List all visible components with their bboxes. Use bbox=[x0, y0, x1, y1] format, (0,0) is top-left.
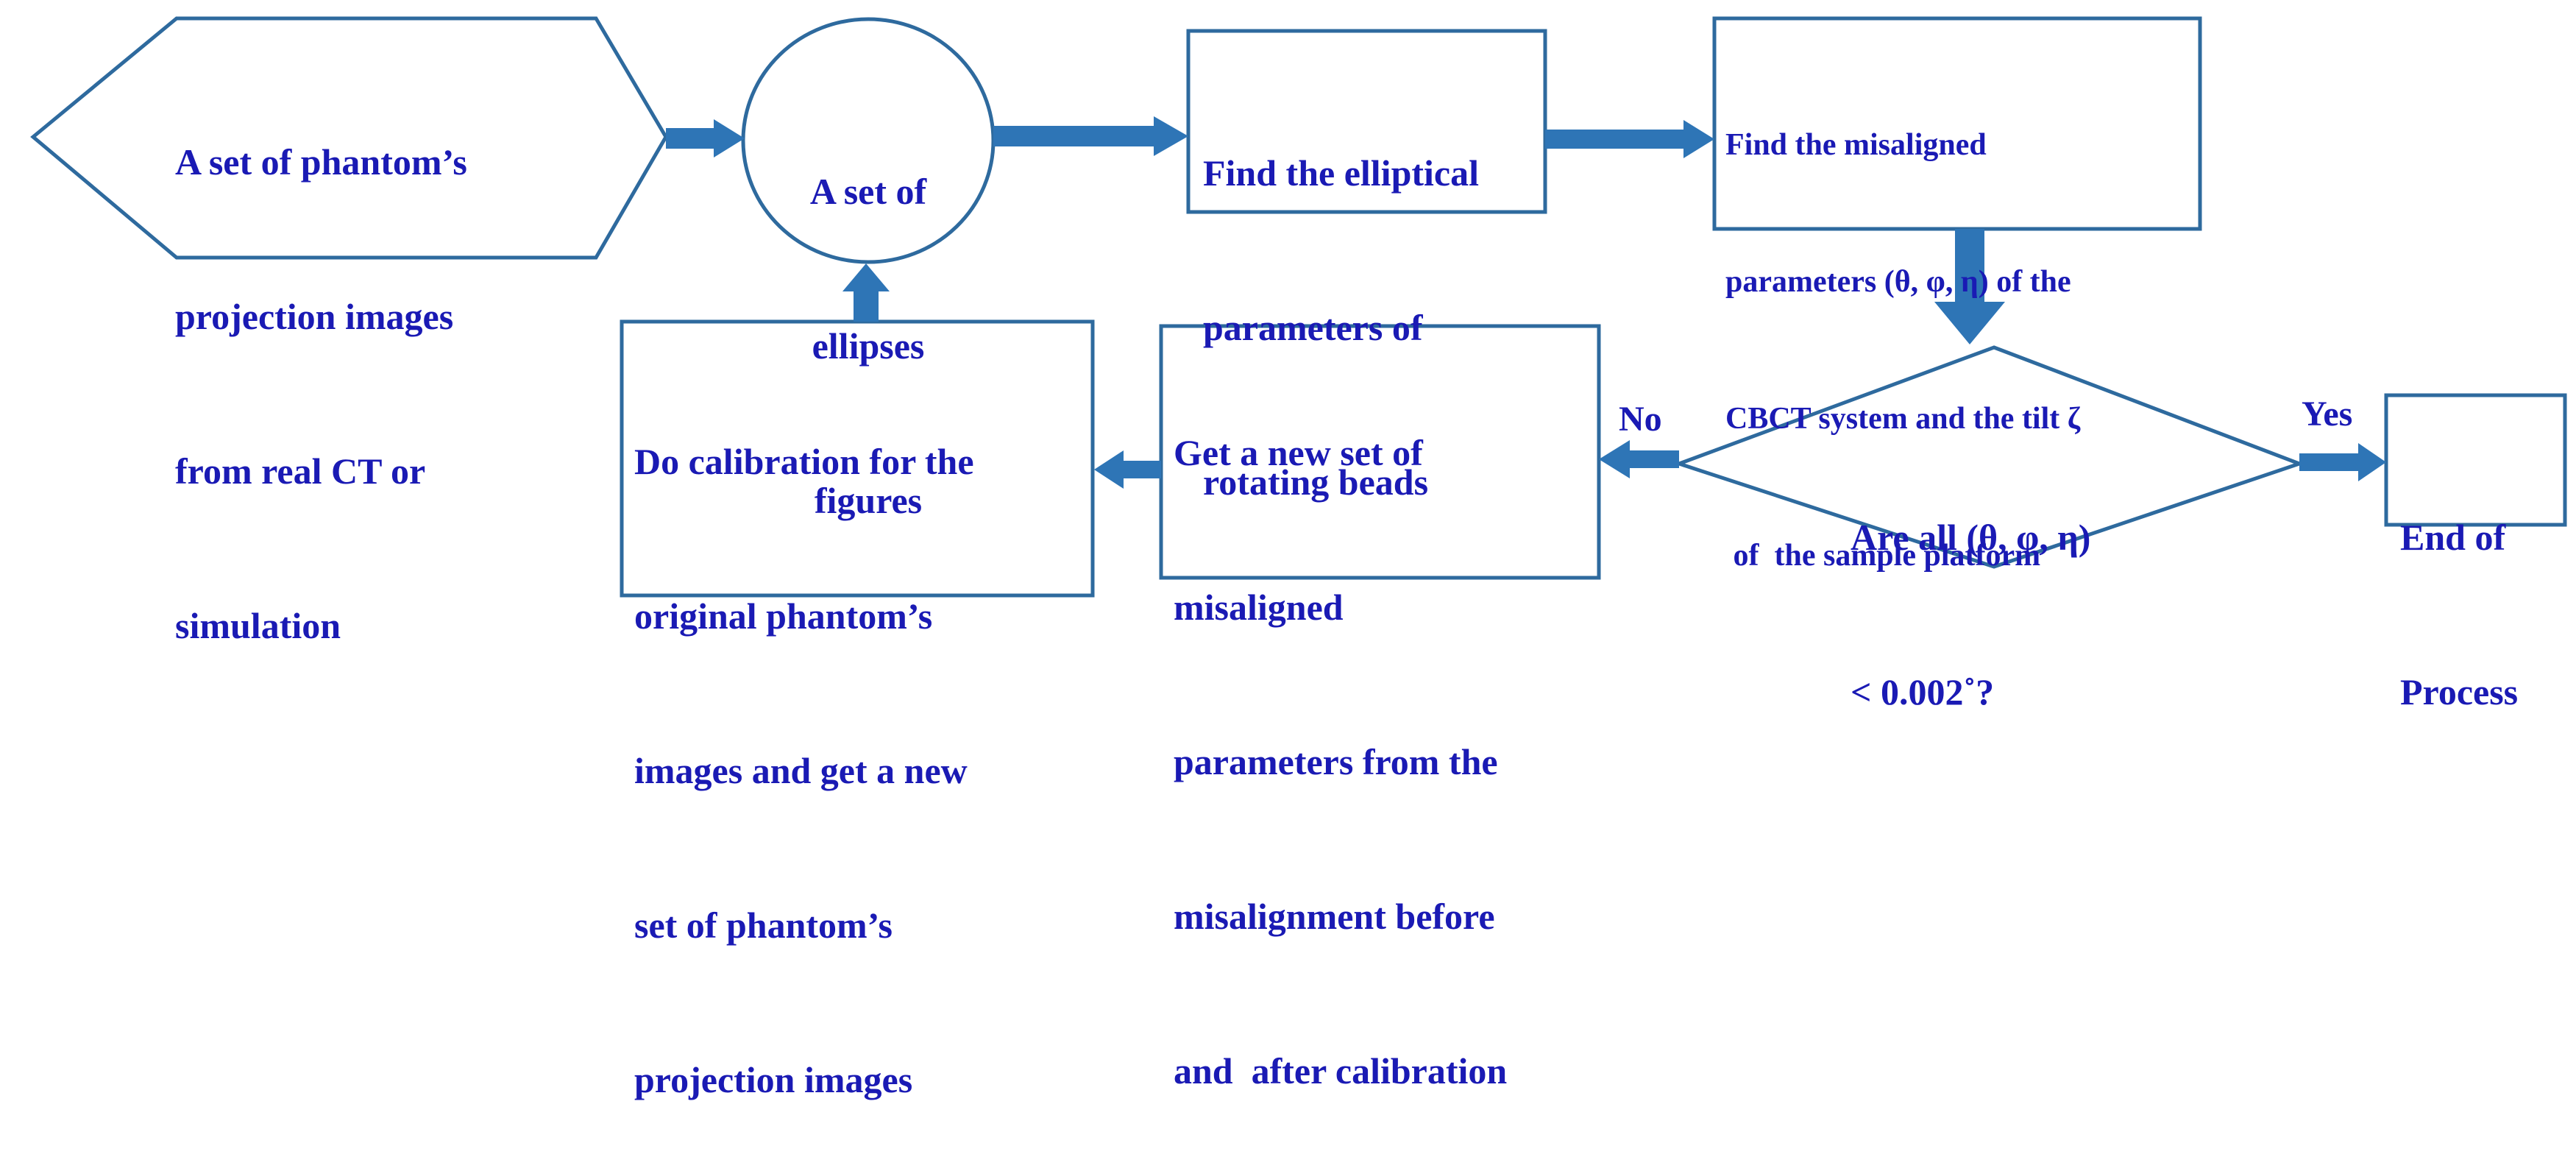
input-line-1: A set of phantom’s bbox=[175, 141, 467, 183]
arrow-elliptical-to-misaligned bbox=[1545, 120, 1714, 158]
circle-line-1: A set of bbox=[809, 171, 927, 212]
find-misaligned-label: Find the misaligned parameters (θ, φ, η)… bbox=[1725, 31, 2080, 624]
decision-line-2: < 0.002˚? bbox=[1851, 671, 1995, 712]
misaligned-line-1: Find the misaligned bbox=[1725, 128, 1987, 162]
misaligned-line-3: CBCT system and the tilt ζ bbox=[1725, 402, 2081, 436]
newparams-line-1: Get a new set of bbox=[1174, 432, 1423, 473]
elliptical-line-1: Find the elliptical bbox=[1203, 152, 1479, 194]
newparams-line-2: misaligned bbox=[1174, 587, 1344, 628]
calibration-line-4: set of phantom’s bbox=[634, 905, 893, 946]
calibration-line-3: images and get a new bbox=[634, 750, 968, 791]
edge-label-no: No bbox=[1619, 400, 1662, 439]
elliptical-line-2: parameters of bbox=[1203, 307, 1423, 348]
calibration-line-2: original phantom’s bbox=[634, 595, 933, 637]
elliptical-line-3: rotating beads bbox=[1203, 461, 1429, 503]
arrow-decision-no bbox=[1599, 440, 1679, 478]
circle-line-3: figures bbox=[814, 480, 923, 521]
arrow-calibration-to-circle bbox=[842, 263, 890, 322]
input-line-2: projection images bbox=[175, 296, 454, 337]
arrow-newparams-to-calibration bbox=[1094, 450, 1161, 489]
misaligned-line-2: parameters (θ, φ, η) of the bbox=[1725, 265, 2071, 299]
end-line-2: Process bbox=[2400, 671, 2519, 712]
newparams-line-3: parameters from the bbox=[1174, 741, 1498, 782]
arrow-circle-to-elliptical bbox=[993, 116, 1188, 156]
newparams-line-4: misalignment before bbox=[1174, 896, 1495, 937]
flowchart bbox=[30, 16, 2567, 598]
input-line-4: simulation bbox=[175, 605, 341, 646]
ellipses-circle-label: A set of ellipses figures bbox=[765, 63, 971, 578]
edge-label-yes: Yes bbox=[2302, 394, 2353, 434]
input-line-3: from real CT or bbox=[175, 450, 426, 492]
arrow-misaligned-to-decision bbox=[1934, 229, 2005, 344]
decision-label: Are all (θ, φ, η) < 0.002˚? bbox=[1851, 408, 2090, 769]
find-elliptical-label: Find the elliptical parameters of rotati… bbox=[1203, 44, 1479, 559]
decision-line-1: Are all (θ, φ, η) bbox=[1851, 517, 2091, 558]
arrow-input-to-circle bbox=[666, 119, 745, 158]
calibration-line-1: Do calibration for the bbox=[634, 441, 974, 482]
calibration-line-5: projection images bbox=[634, 1059, 913, 1100]
circle-line-2: ellipses bbox=[812, 325, 925, 367]
calibration-label: Do calibration for the original phantom’… bbox=[634, 333, 974, 1157]
find-elliptical-box bbox=[1186, 29, 1547, 214]
input-hexagon-label: A set of phantom’s projection images fro… bbox=[175, 33, 467, 703]
end-box bbox=[2384, 393, 2567, 527]
newparams-line-5: and after calibration bbox=[1174, 1050, 1508, 1091]
misaligned-line-4: of the sample platform bbox=[1725, 539, 2041, 573]
new-params-box bbox=[1159, 324, 1601, 580]
find-misaligned-box bbox=[1712, 16, 2202, 231]
new-params-label: Get a new set of misaligned parameters f… bbox=[1174, 324, 1507, 1148]
end-line-1: End of bbox=[2400, 517, 2506, 558]
arrow-decision-yes bbox=[2299, 443, 2386, 481]
end-label: End of Process bbox=[2400, 408, 2518, 769]
decision-diamond bbox=[1673, 345, 2305, 569]
